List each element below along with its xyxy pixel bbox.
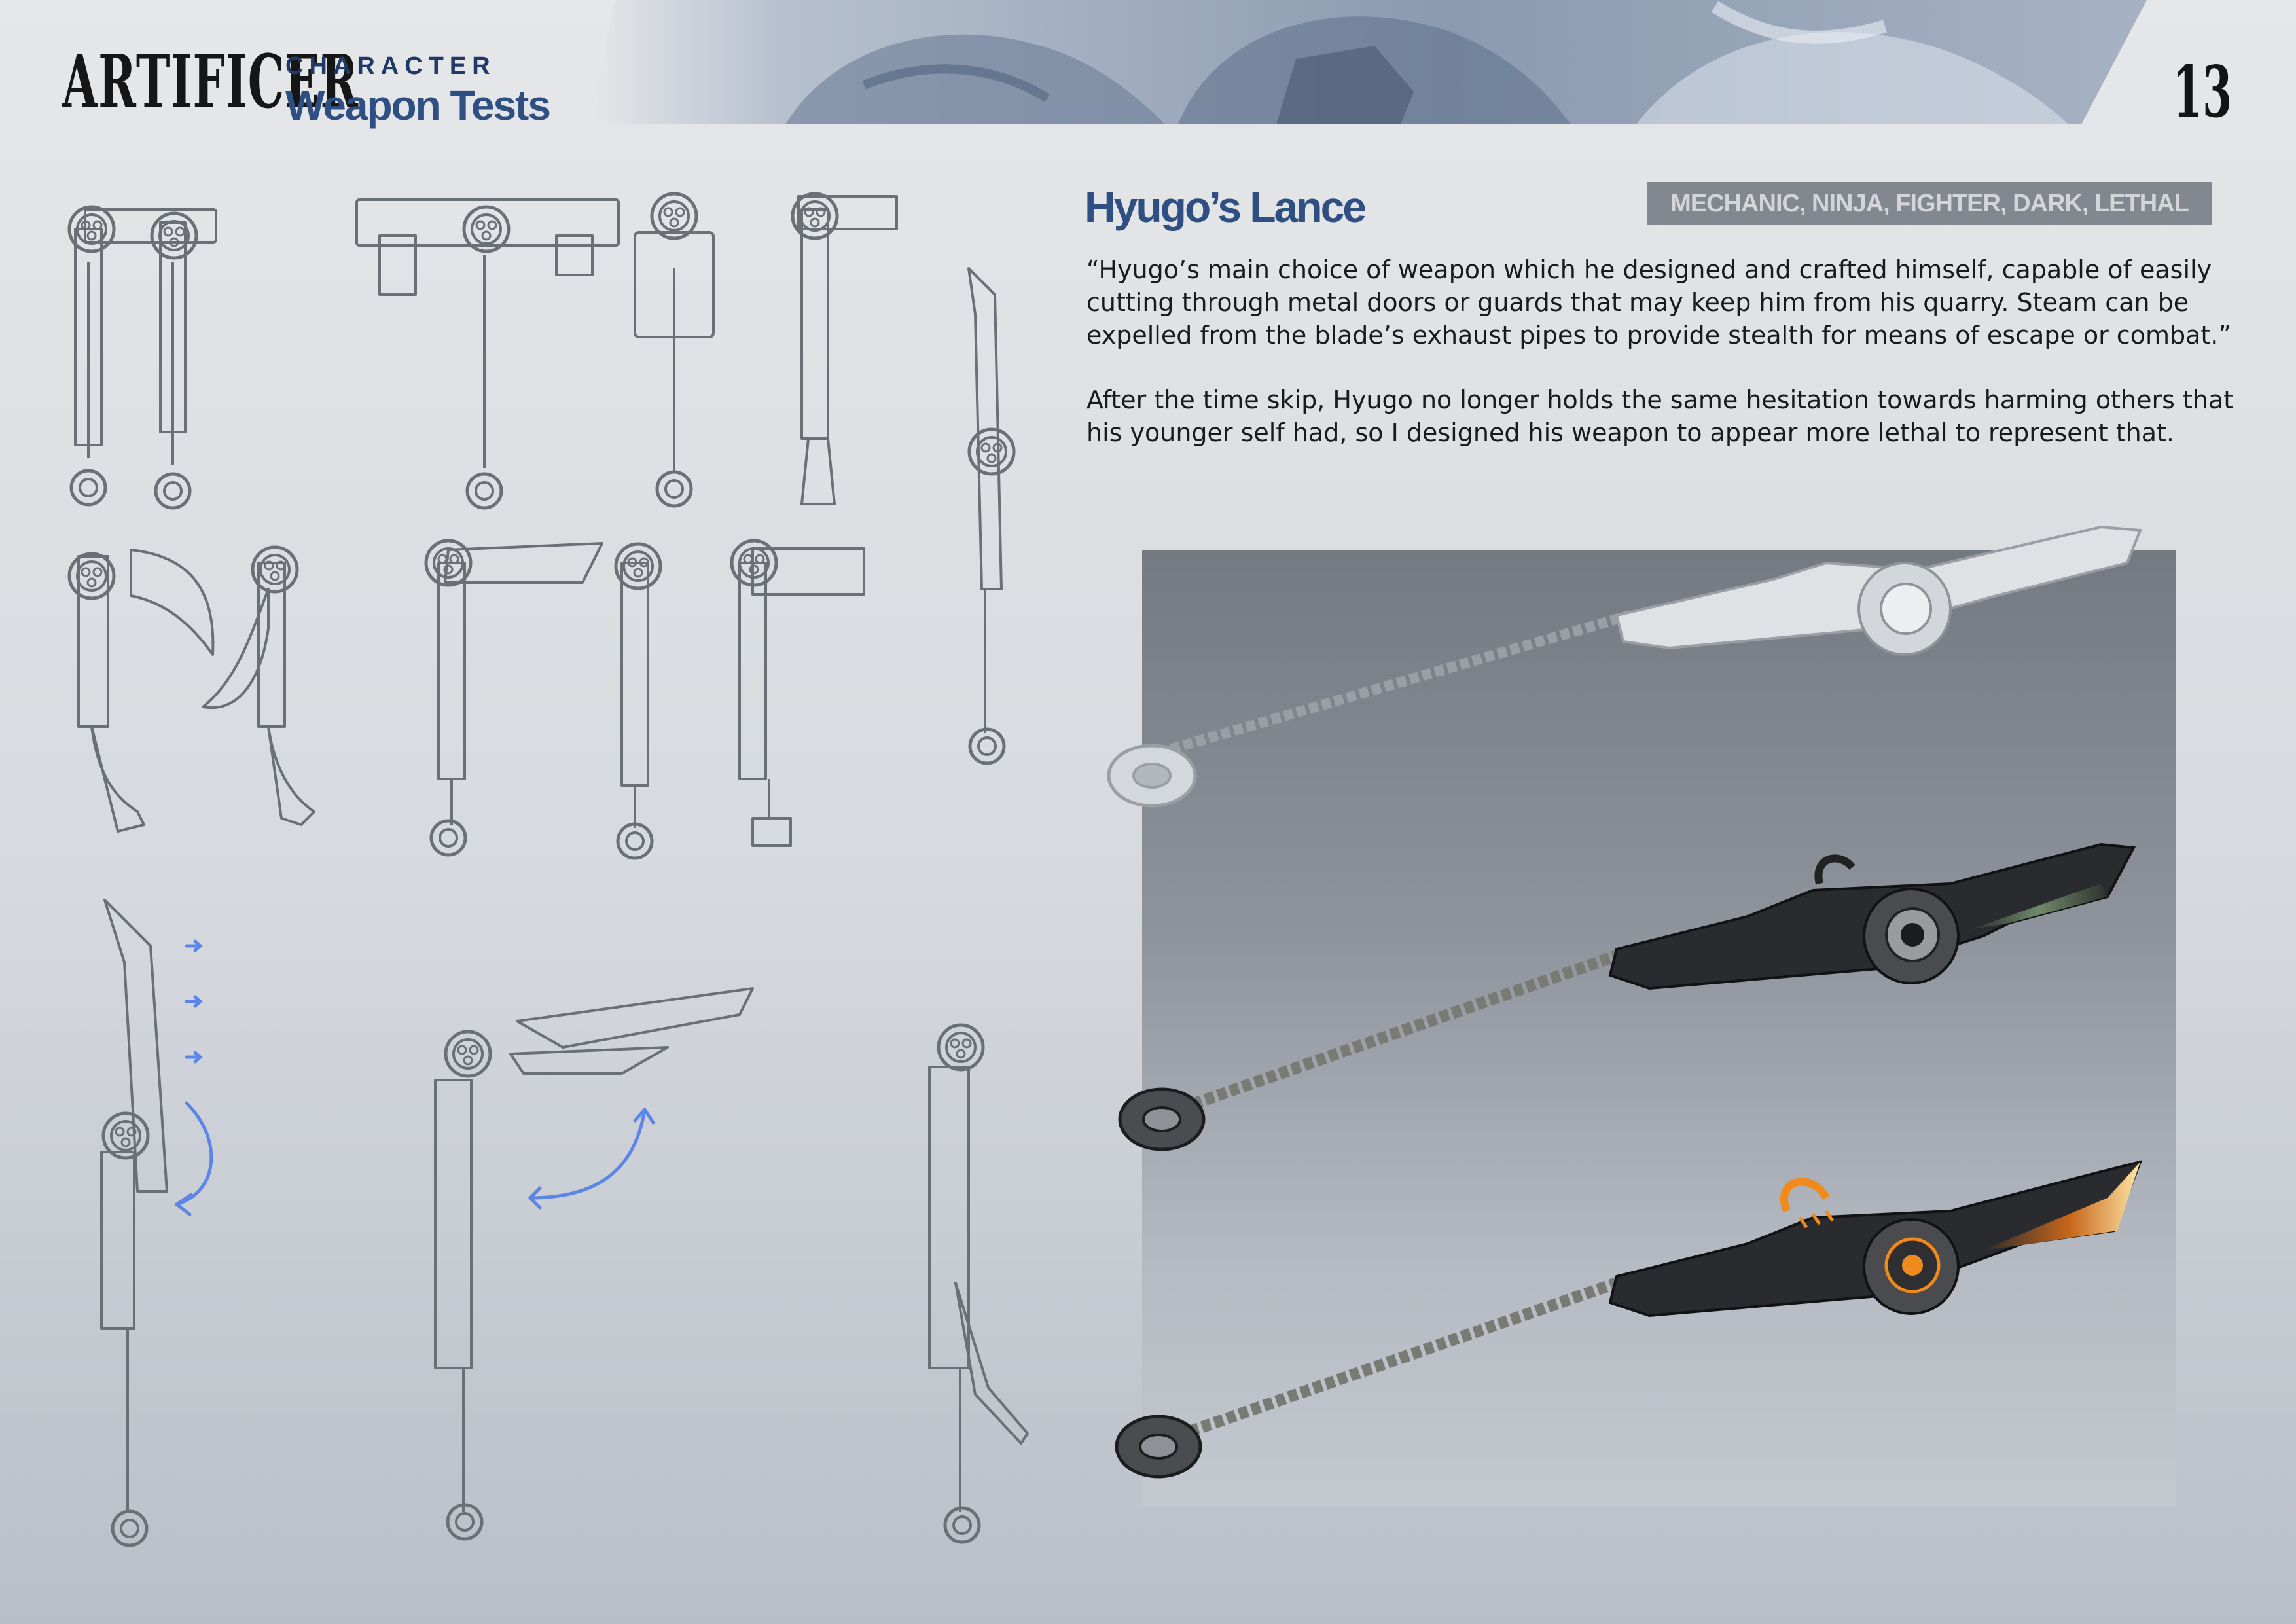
header-banner-artwork (589, 0, 2147, 124)
lance-render-dark (1118, 842, 2136, 1151)
brand-logo: ARTIFICER (62, 39, 359, 125)
render-panel (1107, 525, 2143, 1479)
sketch-lance-5 (793, 194, 898, 505)
sketch-lance-9 (732, 541, 865, 847)
sketch-scythe-1 (69, 549, 215, 833)
page-title: Weapon Tests (285, 82, 551, 129)
sketch-scythe-2 (202, 547, 315, 826)
sketch-lance-3 (355, 198, 620, 508)
lance-render-orange (1115, 1160, 2143, 1479)
page-number: 13 (2173, 51, 2233, 134)
sketch-board (52, 170, 1029, 1584)
tag-bar: MECHANIC, NINJA, FIGHTER, DARK, LETHAL (1647, 182, 2212, 225)
sketch-lance-final-3 (928, 1025, 1029, 1542)
weapon-title: Hyugo’s Lance (1085, 183, 1367, 231)
sketch-lance-2 (152, 213, 196, 508)
sketch-lance-7 (426, 541, 603, 855)
lance-render-light (1107, 525, 2142, 808)
section-label: CHARACTER (285, 52, 496, 80)
design-note: After the time skip, Hyugo no longer hol… (1086, 386, 2234, 447)
sketch-lance-final-1 (100, 899, 168, 1545)
sketch-lance-8 (616, 544, 660, 858)
weapon-quote: “Hyugo’s main choice of weapon which he … (1086, 255, 2232, 350)
sketch-lance-1 (69, 207, 217, 505)
sketch-lance-final-2 (434, 987, 754, 1539)
sketch-lance-6 (967, 267, 1014, 763)
rotation-arrows (175, 939, 655, 1216)
sketch-lance-4 (634, 194, 715, 506)
